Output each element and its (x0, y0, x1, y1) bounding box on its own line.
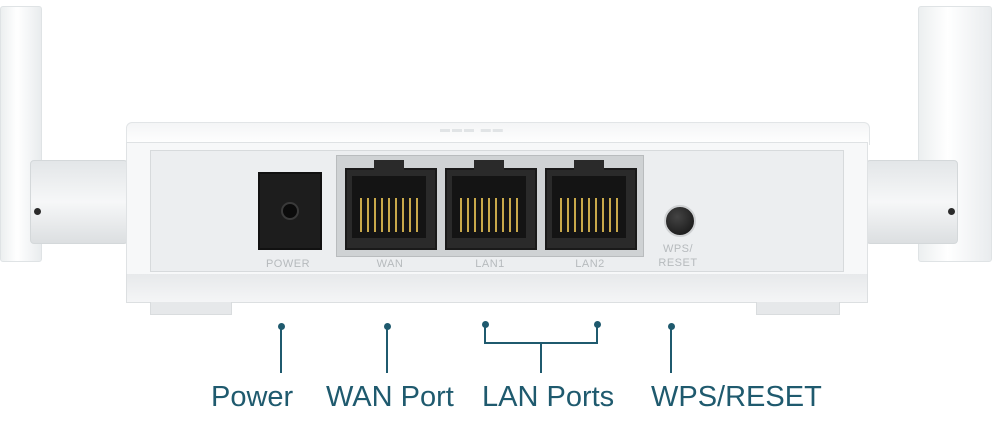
callout-wan-port: WAN Port (326, 381, 454, 413)
power-jack (258, 172, 322, 250)
power-port-label: POWER (265, 258, 311, 270)
lan1-port-tab-icon (474, 160, 504, 170)
wps-reset-leader-dot-icon (668, 323, 675, 330)
lan1-port-socket (452, 176, 526, 238)
wan-port-socket (352, 176, 426, 238)
left-antenna (0, 6, 42, 262)
lan1-leader-stub (484, 325, 486, 343)
right-hinge-screw-icon (948, 208, 955, 215)
left-hinge-screw-icon (34, 208, 41, 215)
lan2-port-socket (552, 176, 626, 238)
router-top-surface (126, 122, 870, 145)
lan1-port (445, 160, 537, 250)
brand-mark-icon: ▬▬▬ ▬▬ (440, 124, 505, 135)
wan-port-tab-icon (374, 160, 404, 170)
lan2-port (545, 160, 637, 250)
callout-power: Power (211, 381, 294, 413)
lan2-leader-dot-icon (594, 321, 601, 328)
left-antenna-hinge (30, 160, 128, 244)
wps-reset-port-label-line2: RESET (658, 257, 698, 269)
wan-port-label: WAN (376, 258, 404, 270)
lan1-leader-dot-icon (482, 321, 489, 328)
wps-reset-leader-line (670, 327, 672, 373)
power-leader-line (280, 327, 282, 373)
right-foot (756, 302, 840, 315)
lan-leader-line (540, 343, 542, 373)
wan-port-pins-icon (360, 198, 418, 232)
left-foot (150, 302, 232, 315)
callout-lan-ports: LAN Ports (482, 381, 615, 413)
wps-reset-button (664, 205, 696, 237)
wan-leader-dot-icon (384, 323, 391, 330)
lan2-port-tab-icon (574, 160, 604, 170)
lan2-port-label: LAN2 (575, 258, 605, 270)
lan1-port-label: LAN1 (475, 258, 505, 270)
router-base (126, 274, 868, 303)
power-hole-icon (281, 202, 299, 220)
lan2-port-pins-icon (560, 198, 618, 232)
lan2-leader-stub (596, 325, 598, 343)
power-leader-dot-icon (278, 323, 285, 330)
wan-leader-line (386, 327, 388, 373)
wps-reset-port-label-line1: WPS/ (662, 243, 694, 255)
lan1-port-pins-icon (460, 198, 518, 232)
callout-wps-reset: WPS/RESET (651, 381, 822, 413)
right-antenna-hinge (866, 160, 958, 244)
wan-port (345, 160, 437, 250)
